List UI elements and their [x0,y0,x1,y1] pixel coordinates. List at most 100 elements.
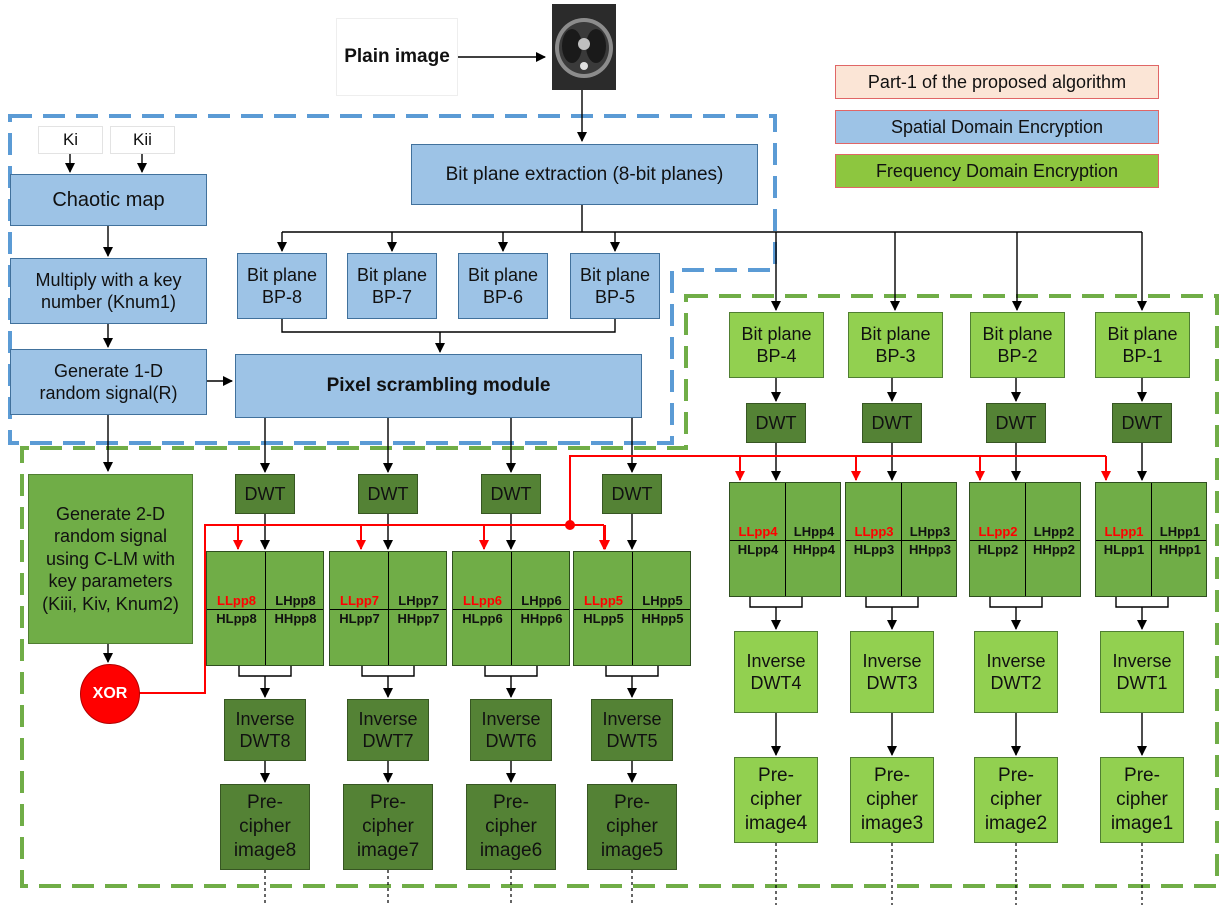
precipher-box: Pre- cipher image4 [734,757,818,843]
precipher-box: Pre- cipher image8 [220,784,310,870]
precipher-box: Pre- cipher image6 [466,784,556,870]
quad-ll-label: LLpp2 [978,524,1018,539]
spatial-bitplane-box: Bit plane BP-7 [347,253,437,319]
quad-lh-label: LHpp7 [398,593,439,608]
inverse-dwt-box: Inverse DWT4 [734,631,818,713]
inverse-dwt-box: Inverse DWT1 [1100,631,1184,713]
dwt-box: DWT [746,403,806,443]
legend-part1: Part-1 of the proposed algorithm [835,65,1159,99]
quad-ll-label: LLpp7 [340,593,379,608]
quad-hl-label: HLpp5 [583,611,624,626]
plain-image-label: Plain image [336,18,458,96]
quad-merge-line [865,597,919,608]
xor-junction-dot [565,520,575,530]
quad-merge-line [361,666,415,677]
precipher-box: Pre- cipher image2 [974,757,1058,843]
quad-divider-h [970,539,1080,541]
black-connectors [65,52,1169,783]
spatial-bitplane-box: Bit plane BP-8 [237,253,327,319]
spatial-region-border [8,114,777,445]
quad-lh-label: LHpp5 [642,593,683,608]
xor-node: XOR [80,664,140,724]
quad-hl-label: HLpp4 [737,542,779,557]
spatial-bitplane-box: Bit plane BP-5 [570,253,660,319]
key-kii: Kii [110,126,175,154]
quad-hl-label: HLpp8 [216,611,257,626]
xor-to-left-bus [138,524,604,694]
frequency-bitplane-box: Bit plane BP-3 [848,312,943,378]
dwt-box: DWT [602,474,662,514]
output-dashed-tails [264,843,1143,905]
quad-hh-label: HHpp3 [909,542,951,557]
quad-lh-label: LHpp1 [1159,524,1201,539]
quad-ll-label: LLpp4 [738,524,778,539]
red-xor-connectors [138,455,1111,694]
quad-merge-line [1115,597,1169,608]
region-borders [8,114,1219,888]
precipher-box: Pre- cipher image7 [343,784,433,870]
plain-image-thumbnail [552,4,616,90]
bit-plane-extraction-box: Bit plane extraction (8-bit planes) [411,144,758,205]
quad-hl-label: HLpp6 [462,611,503,626]
quad-hl-label: HLpp3 [853,542,895,557]
quad-ll-label: LLpp1 [1104,524,1144,539]
quad-ll-label: LLpp8 [217,593,256,608]
dwt-box: DWT [481,474,541,514]
chaotic-map-box: Chaotic map [10,174,207,226]
quad-merge-line [484,666,538,677]
quad-hl-label: HLpp2 [977,542,1019,557]
quad-lh-label: LHpp4 [793,524,835,539]
quad-hh-label: HHpp8 [274,611,317,626]
quad-divider-h [330,608,446,610]
frequency-region-border [20,294,1219,888]
dwt-box: DWT [986,403,1046,443]
frequency-bitplane-box: Bit plane BP-1 [1095,312,1190,378]
legend-spatial: Spatial Domain Encryption [835,110,1159,144]
quad-hh-label: HHpp1 [1159,542,1201,557]
quad-divider-h [846,539,956,541]
quad-divider-h [1096,539,1206,541]
quad-divider-h [730,539,840,541]
quad-hh-label: HHpp4 [793,542,835,557]
spatial-bitplane-box: Bit plane BP-6 [458,253,548,319]
inverse-dwt-box: Inverse DWT3 [850,631,934,713]
quad-hl-label: HLpp7 [339,611,380,626]
inverse-dwt-box: Inverse DWT6 [470,699,552,761]
ct-scan-image [552,4,616,90]
quad-merge-line [989,597,1043,608]
quad-ll-label: LLpp6 [463,593,502,608]
quad-ll-label: LLpp3 [854,524,894,539]
quad-hl-label: HLpp1 [1103,542,1145,557]
quad-divider-h [574,608,690,610]
bp-merge-line [281,319,616,333]
multiply-key-box: Multiply with a key number (Knum1) [10,258,207,324]
quad-hh-label: HHpp2 [1033,542,1075,557]
inverse-dwt-box: Inverse DWT2 [974,631,1058,713]
generate-1d-box: Generate 1-D random signal(R) [10,349,207,415]
inverse-dwt-box: Inverse DWT8 [224,699,306,761]
quad-ll-label: LLpp5 [584,593,623,608]
precipher-box: Pre- cipher image5 [587,784,677,870]
quad-lh-label: LHpp6 [521,593,562,608]
key-ki: Ki [38,126,103,154]
quad-hh-label: HHpp7 [397,611,440,626]
pixel-scrambling-box: Pixel scrambling module [235,354,642,418]
quad-lh-label: LHpp2 [1033,524,1075,539]
quad-lh-label: LHpp8 [275,593,316,608]
quad-merge-line [605,666,659,677]
frequency-bitplane-box: Bit plane BP-2 [970,312,1065,378]
precipher-box: Pre- cipher image3 [850,757,934,843]
xor-to-right-bus [569,455,1106,525]
precipher-box: Pre- cipher image1 [1100,757,1184,843]
quad-lh-label: LHpp3 [909,524,951,539]
dwt-box: DWT [862,403,922,443]
